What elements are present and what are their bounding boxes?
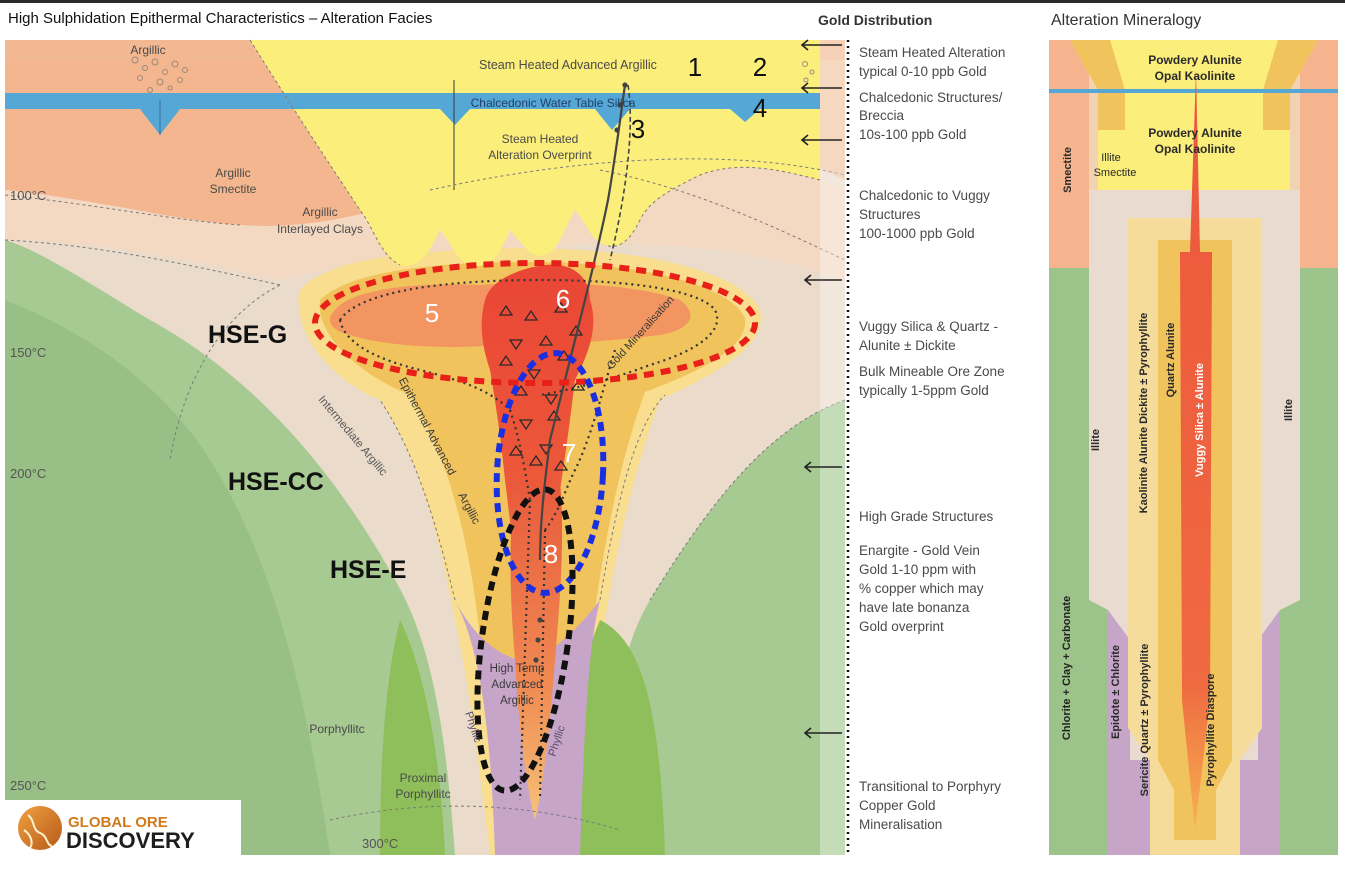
alteration-mineralogy-header: Alteration Mineralogy: [1051, 12, 1201, 30]
number-6: 6: [556, 284, 570, 314]
mineral-vuggy-silica: Vuggy Silica ± Alunite: [1194, 363, 1206, 477]
gold-0-1: typical 0-10 ppb Gold: [859, 64, 987, 79]
mineral-mid-2: Opal Kaolinite: [1155, 142, 1236, 156]
label-steam-heated-advanced-argillic: Steam Heated Advanced Argillic: [479, 58, 657, 72]
mineralogy-water-table: [1049, 89, 1338, 93]
logo-line-2: DISCOVERY: [66, 828, 195, 853]
gold-1-0: Chalcedonic Structures/: [859, 90, 1003, 105]
global-ore-discovery-logo: GLOBAL ORE DISCOVERY: [5, 800, 241, 855]
gold-5-0: High Grade Structures: [859, 509, 994, 524]
label-high-temp-3: Argillic: [500, 695, 534, 707]
hse-g-label: HSE-G: [208, 321, 287, 349]
mineral-chlorite: Chlorite + Clay + Carbonate: [1061, 596, 1073, 740]
mineral-illite-smectite-1: Illite: [1101, 152, 1121, 164]
number-1: 1: [688, 52, 702, 82]
gold-1-2: 10s-100 ppb Gold: [859, 127, 966, 142]
temp-250: 250°C: [10, 778, 46, 793]
gold-6-1: Gold 1-10 ppm with: [859, 562, 976, 577]
mineral-pyrophyllite: Pyrophyllite Diaspore: [1205, 673, 1217, 786]
gold-6-2: % copper which may: [859, 581, 984, 596]
mineral-sericite: Sericite Quartz ± Pyrophyllite: [1139, 644, 1151, 797]
number-4: 4: [753, 93, 767, 123]
mineral-epidote: Epidote ± Chlorite: [1110, 645, 1122, 739]
mineral-top-2: Opal Kaolinite: [1155, 69, 1236, 83]
gold-6-3: have late bonanza: [859, 600, 970, 615]
gold-0-0: Steam Heated Alteration: [859, 45, 1005, 60]
hse-cc-label: HSE-CC: [228, 468, 324, 496]
mineral-mid-1: Powdery Alunite: [1148, 126, 1242, 140]
cross-section: [5, 40, 848, 855]
label-argillic-smectite-1: Argillic: [215, 166, 250, 180]
label-argillic-top: Argillic: [130, 43, 165, 57]
label-steam-heated-1: Steam Heated: [502, 132, 579, 146]
gold-4-0: Bulk Mineable Ore Zone: [859, 364, 1005, 379]
number-7: 7: [562, 438, 576, 468]
gold-4-1: typically 1-5ppm Gold: [859, 383, 989, 398]
hse-e-label: HSE-E: [330, 556, 406, 584]
gold-3-0: Vuggy Silica & Quartz -: [859, 319, 998, 334]
number-2: 2: [753, 52, 767, 82]
mineral-quartz-alunite: Quartz Alunite: [1165, 323, 1177, 398]
number-3: 3: [631, 114, 645, 144]
gold-2-0: Chalcedonic to Vuggy: [859, 188, 990, 203]
gold-6-4: Gold overprint: [859, 619, 944, 634]
label-porphyllitc: Porphyllitc: [309, 722, 364, 736]
temp-300: 300°C: [362, 836, 398, 851]
gold-distribution-header: Gold Distribution: [818, 12, 932, 28]
gold-7-2: Mineralisation: [859, 817, 942, 832]
gold-3-1: Alunite ± Dickite: [859, 338, 956, 353]
number-8: 8: [544, 539, 558, 569]
temp-100: 100°C: [10, 188, 46, 203]
gold-1-1: Breccia: [859, 108, 905, 123]
label-argillic-interlayered-2: Interlayed Clays: [277, 222, 363, 236]
temp-200: 200°C: [10, 466, 46, 481]
top-rule: [0, 0, 1345, 3]
number-5: 5: [425, 298, 439, 328]
label-steam-heated-2: Alteration Overprint: [488, 148, 592, 162]
gold-2-2: 100-1000 ppb Gold: [859, 226, 975, 241]
chalcedonic-water-table-silica: [5, 93, 820, 109]
mineral-illite-right: Illite: [1283, 399, 1295, 421]
page-title: High Sulphidation Epithermal Characteris…: [8, 10, 432, 27]
label-high-temp-2: Advanced: [491, 679, 542, 691]
label-high-temp-1: High Temp: [490, 663, 545, 675]
gold-distribution-text: Steam Heated Alteration typical 0-10 ppb…: [859, 45, 1005, 832]
label-argillic-smectite-2: Smectite: [210, 182, 257, 196]
temp-150: 150°C: [10, 345, 46, 360]
gold-6-0: Enargite - Gold Vein: [859, 543, 980, 558]
gold-7-0: Transitional to Porphyry: [859, 779, 1001, 794]
gold-7-1: Copper Gold: [859, 798, 936, 813]
mineral-kaolinite: Kaolinite Alunite Dickite ± Pyrophyllite: [1138, 313, 1150, 514]
gold-2-1: Structures: [859, 207, 921, 222]
mineral-illite-smectite-2: Smectite: [1094, 167, 1137, 179]
mineral-illite-left: Illite: [1090, 429, 1102, 451]
label-chalcedonic-water-table: Chalcedonic Water Table Silica: [471, 96, 636, 110]
label-argillic-interlayered-1: Argillic: [302, 205, 337, 219]
label-proximal-2: Porphyllitc: [395, 787, 450, 801]
globe-icon: [18, 806, 62, 850]
mineral-smectite: Smectite: [1062, 147, 1074, 193]
mineral-top-1: Powdery Alunite: [1148, 53, 1242, 67]
label-proximal-1: Proximal: [400, 771, 447, 785]
